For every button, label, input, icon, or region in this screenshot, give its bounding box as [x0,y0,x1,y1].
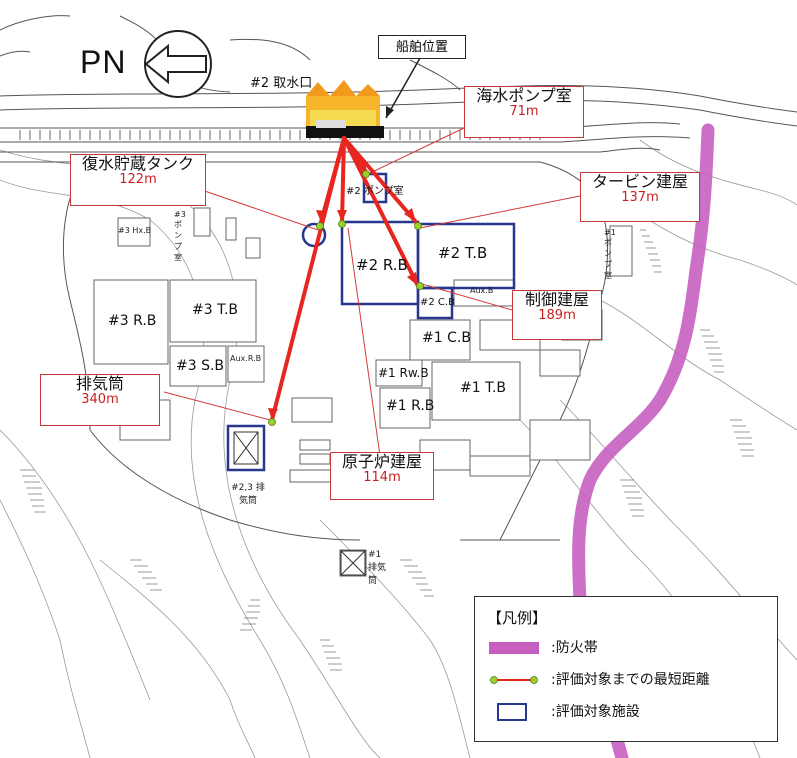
label-r1-pump: #1 ポンプ室 [604,228,616,280]
label-r3-rb: #3 R.B [108,313,157,329]
intake-label: #2 取水口 [250,76,313,91]
compass-arrow-icon [144,43,207,85]
facility-outline-icon [497,703,527,721]
legend-firebreak-text: :防火帯 [551,640,598,656]
callout-stack: 排気筒 340m [40,374,160,426]
compass-label: PN [80,44,127,80]
label-r1-tb: #1 T.B [460,380,507,396]
label-r1-rwb: #1 Rw.B [378,366,429,380]
facility-stack [226,424,266,472]
label-r1-rb: #1 R.B [386,398,435,414]
legend-row-firebreak: :防火帯 [489,635,769,661]
legend: 【凡例】 :防火帯 :評価対象までの最短距離 :評価対象施設 [474,596,778,742]
shortest-distance-icon [490,676,538,684]
stack-symbol [233,431,366,576]
legend-row-facility: :評価対象施設 [489,699,769,725]
label-r3-sb: #3 S.B [176,358,225,374]
callout-reactor-name: 原子炉建屋 [341,452,422,471]
arrow-to-control [342,136,420,288]
legend-shortest-text: :評価対象までの最短距離 [551,672,710,688]
label-r2-pump: #2 ポンプ室 [346,186,404,197]
endpoint-dots [268,170,424,426]
callout-control-name: 制御建屋 [524,290,589,309]
facility-r2-tb [416,222,516,290]
label-stack1: #1 排気筒 [368,550,387,586]
ship-pointer-head [386,106,394,118]
callout-pump-name: 海水ポンプ室 [476,86,572,105]
ship-position-label: 船舶位置 [378,35,466,59]
facility-tank [301,222,327,248]
callout-leaders [163,127,581,457]
callout-pump-distance: 71m [509,104,539,120]
label-stack23: #2,3 排気筒 [231,483,265,506]
legend-facility-text: :評価対象施設 [551,704,640,720]
distance-arrows [270,136,420,422]
arrow-to-turbine [342,136,418,224]
callout-stack-name: 排気筒 [75,374,124,393]
label-r2-tb: #2 T.B [438,244,488,262]
label-aux-b: Aux.B [470,286,494,295]
label-r3-tb: #3 T.B [192,302,239,318]
legend-title: 【凡例】 [487,609,548,627]
label-r2-rb: #2 R.B [356,256,408,274]
arrow-to-stack [270,136,346,422]
label-r1-cb: #1 C.B [422,330,471,346]
label-r2-cb: #2 C.B [420,297,455,308]
callout-turbine-distance: 137m [621,190,659,206]
callout-tank-distance: 122m [119,172,157,188]
ship [306,80,384,138]
callout-tank-name: 復水貯蔵タンク [81,154,194,173]
legend-row-shortest: :評価対象までの最短距離 [489,667,769,693]
arrow-heads [268,160,418,420]
callout-turbine: タービン建屋 137m [580,172,700,222]
callout-control-distance: 189m [538,308,576,324]
ship-pointer [385,57,421,119]
callout-pump: 海水ポンプ室 71m [464,86,584,138]
callout-reactor-distance: 114m [363,470,401,486]
label-r3-hxb: #3 Hx.B [118,226,152,235]
callout-tank: 復水貯蔵タンク 122m [70,154,206,206]
callout-stack-distance: 340m [81,392,119,408]
slope-hatching [20,229,754,671]
label-r3-pump: #3 ポンプ室 [174,210,186,262]
firebreak-swatch-icon [489,642,539,654]
callout-reactor: 原子炉建屋 114m [330,452,434,500]
label-aux-a: Aux.R.B [230,354,262,363]
callout-turbine-name: タービン建屋 [591,172,688,191]
arrow-to-reactor [340,136,346,224]
callout-control: 制御建屋 189m [512,290,602,340]
compass [144,30,212,98]
